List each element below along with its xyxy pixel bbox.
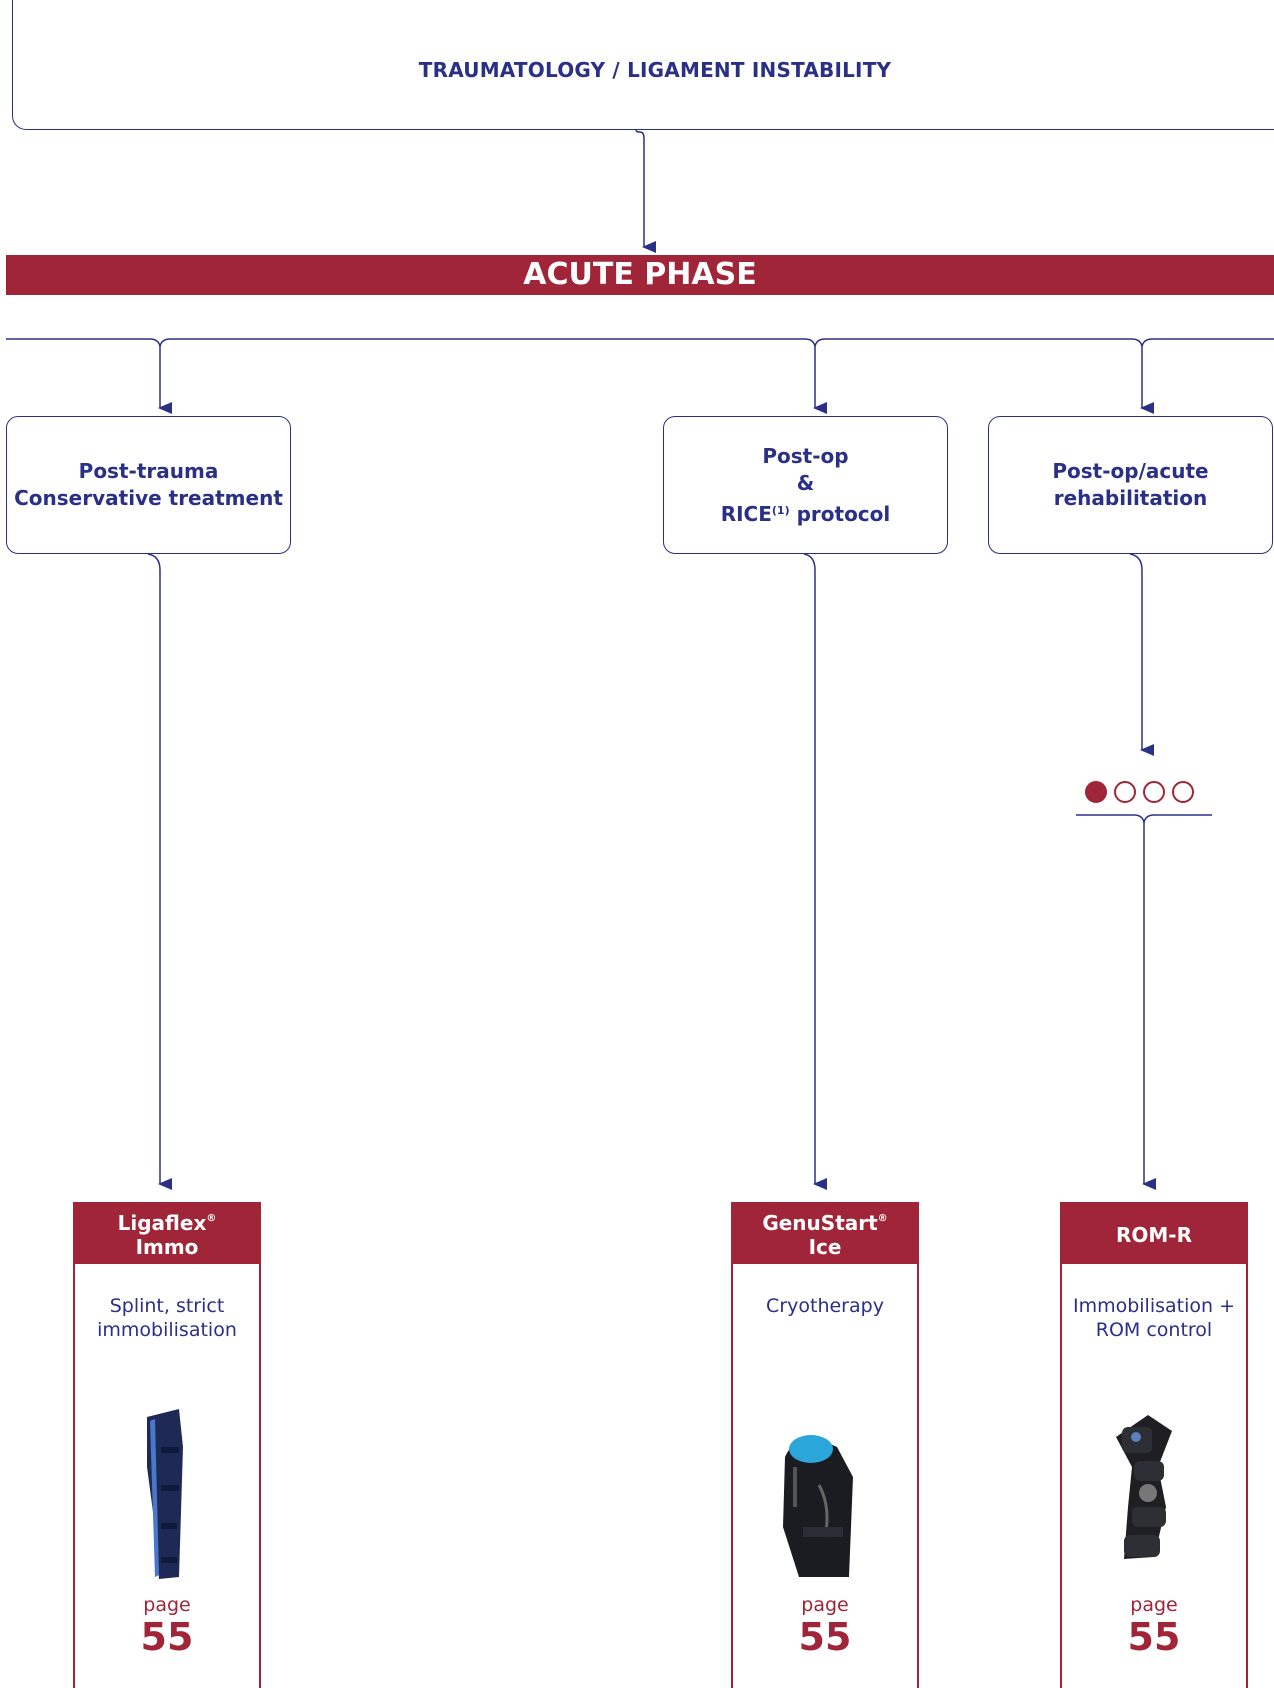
- product-description: Immobilisation + ROM control: [1072, 1295, 1236, 1341]
- rating-dot-empty: [1114, 781, 1136, 803]
- product-header: ROM-R: [1062, 1202, 1246, 1264]
- branch-label: Post-trauma Conservative treatment: [14, 459, 283, 510]
- page-number[interactable]: 55: [140, 1615, 194, 1659]
- product-name: Ligaflex: [117, 1211, 207, 1235]
- category-box: [12, 0, 1274, 130]
- branch-label-line3: RICE(1) protocol: [721, 497, 891, 528]
- rating-dots: [1085, 781, 1194, 805]
- branch-label-line2: &: [796, 470, 815, 495]
- branch-label: Post-op/acute rehabilitation: [1052, 459, 1209, 510]
- rating-dot-empty: [1172, 781, 1194, 803]
- protocol-text: protocol: [789, 501, 891, 526]
- branch-label: Post-op & RICE(1) protocol: [721, 443, 891, 528]
- arrow-to-phase: [635, 129, 656, 253]
- page-number[interactable]: 55: [798, 1615, 852, 1659]
- phase-banner: ACUTE PHASE: [6, 255, 1274, 295]
- branch-label-line1: Post-op: [762, 443, 849, 468]
- rating-dot-filled: [1085, 781, 1107, 803]
- product-card-rom-r[interactable]: ROM-R Immobilisation + ROM control page …: [1060, 1202, 1248, 1688]
- page-label: page: [1130, 1594, 1178, 1616]
- branch-post-op-rice: Post-op & RICE(1) protocol: [663, 416, 948, 554]
- page-number[interactable]: 55: [1127, 1615, 1181, 1659]
- product-description: Cryotherapy: [766, 1295, 884, 1317]
- product-name-line2: Ice: [808, 1235, 842, 1259]
- product-header: GenuStart® Ice: [733, 1202, 917, 1264]
- product-card-genustart-ice[interactable]: GenuStart® Ice Cryotherapy page 55: [731, 1202, 919, 1688]
- product-name-line2: Immo: [135, 1235, 199, 1259]
- product-name-line1: ROM-R: [1116, 1219, 1192, 1247]
- product-description: Splint, strict immobilisation: [97, 1295, 237, 1341]
- branch-post-trauma: Post-trauma Conservative treatment: [6, 416, 291, 554]
- product-name-line1: GenuStart®: [762, 1207, 887, 1235]
- page-label: page: [801, 1594, 849, 1616]
- knee-splint-icon: [147, 1409, 183, 1579]
- branch-acute-rehab: Post-op/acute rehabilitation: [988, 416, 1273, 554]
- arrow-to-product-2: [803, 553, 827, 1190]
- rating-dot-empty: [1143, 781, 1165, 803]
- registered-mark: ®: [206, 1213, 217, 1224]
- product-name: ROM-R: [1115, 1223, 1192, 1247]
- product-card-ligaflex-immo[interactable]: Ligaflex® Immo Splint, strict immobilisa…: [73, 1202, 261, 1688]
- arrow-to-rating: [1129, 553, 1154, 756]
- cryo-brace-icon: [783, 1435, 853, 1577]
- rice-text: RICE: [720, 501, 772, 526]
- registered-mark: ®: [877, 1213, 888, 1224]
- product-header: Ligaflex® Immo: [75, 1202, 259, 1264]
- product-name: GenuStart: [762, 1211, 878, 1235]
- page-label: page: [143, 1594, 191, 1616]
- category-title: TRAUMATOLOGY / LIGAMENT INSTABILITY: [418, 58, 892, 82]
- arrow-to-product-1: [147, 553, 172, 1190]
- hinged-brace-icon: [1116, 1415, 1172, 1559]
- product-name-line1: Ligaflex®: [118, 1207, 217, 1235]
- footnote-marker: (1): [771, 503, 790, 517]
